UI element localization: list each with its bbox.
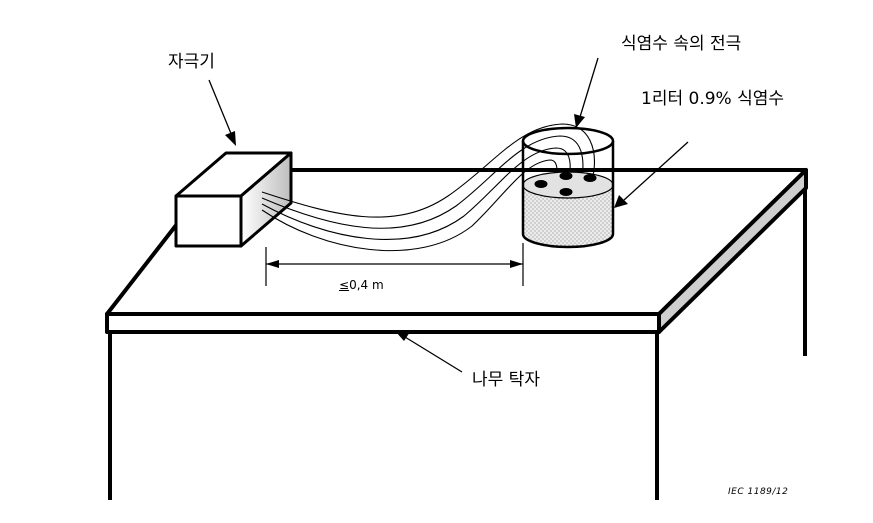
electrode-dot [583,174,597,182]
distance-symbol: ≤ [339,278,350,292]
saline-volume-label: 1리터 0.9% 식염수 [641,89,785,109]
electrode-cables [261,123,595,252]
stimulator-label: 자극기 [168,52,215,72]
distance-label: ≤0,4 m [339,278,384,292]
callout-arrows [208,57,689,373]
electrode-dot [559,188,573,196]
distance-value: 0,4 m [349,278,384,292]
electrode-dot [534,180,548,188]
distance-dimension [265,243,524,286]
saline-callout-arrowhead [614,195,628,208]
electrodes-callout-line [579,57,599,118]
table-callout-line [404,336,463,373]
table-callout-arrowhead [396,332,410,341]
stimulator-callout-arrowhead [225,131,236,146]
table-front-edge [105,312,661,334]
stimulator-callout-line [208,79,233,137]
wooden-table-label: 나무 탁자 [472,370,540,390]
electrodes-callout-arrowhead [574,114,585,128]
stimulator-box [174,151,293,248]
saline-beaker [521,126,615,249]
figure-code-label: IEC 1189/12 [728,487,789,497]
electrodes-in-saline-label: 식염수 속의 전극 [621,34,742,54]
saline-callout-line [623,141,689,201]
electrode-dot [559,172,573,180]
